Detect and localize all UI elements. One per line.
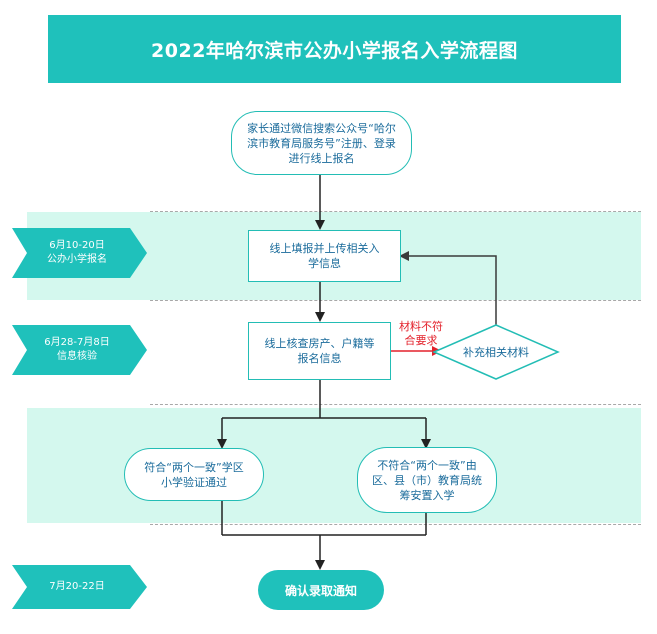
stage-label-text: 7月20-22日 (49, 581, 105, 592)
divider-line (150, 211, 641, 212)
divider-line (150, 524, 641, 525)
node-supplement: 补充相关材料 (444, 340, 548, 364)
node-not-match-placement: 不符合“两个一致”由区、县（市）教育局统筹安置入学 (357, 447, 497, 513)
node-text: 家长通过微信搜索公众号“哈尔滨市教育局服务号”注册、登录进行线上报名 (247, 121, 396, 165)
divider-line (150, 404, 641, 405)
node-text: 符合“两个一致”学区小学验证通过 (144, 460, 244, 489)
node-upload-info: 线上填报并上传相关入学信息 (248, 230, 401, 282)
stage-arrow-shape (12, 325, 147, 375)
node-text: 不符合“两个一致”由区、县（市）教育局统筹安置入学 (372, 458, 482, 502)
supplement-diamond (432, 324, 560, 380)
stage-arrow-shape (12, 565, 147, 609)
stage-label-text: 6月28-7月8日 信息核验 (44, 337, 110, 362)
node-confirm-admission: 确认录取通知 (258, 570, 384, 610)
stage-label-result: 7月20-22日 (18, 565, 136, 609)
node-text: 线上核查房产、户籍等报名信息 (264, 337, 375, 365)
mismatch-note: 材料不符 合要求 (392, 318, 450, 350)
arrow-supplement-to-upload (399, 251, 497, 325)
node-verify-info: 线上核查房产、户籍等报名信息 (248, 322, 391, 380)
node-match-verified: 符合“两个一致”学区小学验证通过 (124, 448, 264, 501)
node-start-online-registration: 家长通过微信搜索公众号“哈尔滨市教育局服务号”注册、登录进行线上报名 (231, 111, 412, 175)
stage-label-verification: 6月28-7月8日 信息核验 (18, 325, 136, 375)
node-text: 补充相关材料 (463, 346, 529, 359)
page-title: 2022年哈尔滨市公办小学报名入学流程图 (151, 39, 518, 62)
stage-arrow-shape (12, 228, 147, 278)
divider-line (150, 300, 641, 301)
title-banner: 2022年哈尔滨市公办小学报名入学流程图 (48, 15, 621, 83)
node-text: 线上填报并上传相关入学信息 (269, 242, 380, 270)
mismatch-note-text: 材料不符 合要求 (399, 320, 443, 347)
stage-label-text: 6月10-20日 公办小学报名 (47, 240, 107, 265)
node-text: 确认录取通知 (284, 583, 357, 598)
stage-label-registration: 6月10-20日 公办小学报名 (18, 228, 136, 278)
